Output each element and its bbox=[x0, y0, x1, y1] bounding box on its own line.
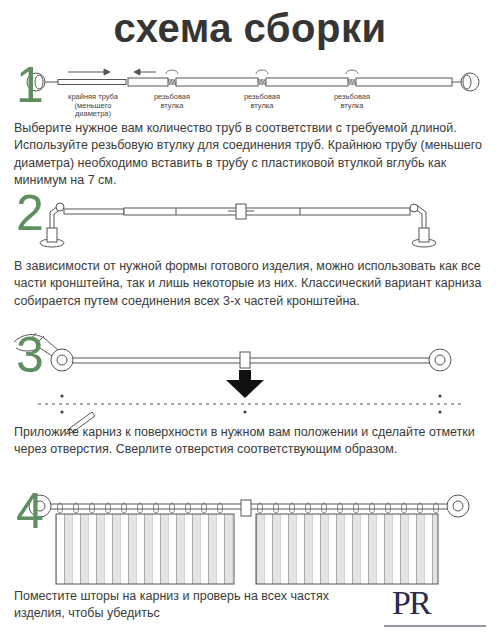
curtain-ring bbox=[186, 503, 191, 513]
rod-assembly-step1 bbox=[27, 69, 479, 91]
rod-assembly-step1 bbox=[452, 82, 461, 83]
turn-arrow bbox=[256, 70, 268, 74]
rod-assembly-step1 bbox=[128, 78, 168, 86]
curtain-ring bbox=[274, 503, 279, 513]
curtain-ring bbox=[202, 503, 207, 513]
rod-bracket-step2 bbox=[40, 203, 436, 247]
marking-arrow bbox=[438, 410, 441, 413]
curtain-ring bbox=[106, 503, 111, 513]
rod-assembly-step1 bbox=[463, 75, 471, 89]
thread-stroke bbox=[354, 79, 356, 85]
curtain-ring bbox=[138, 503, 143, 513]
wall-marking-step3 bbox=[51, 349, 73, 371]
rod-bracket-step2 bbox=[56, 203, 64, 211]
curtain-ring bbox=[258, 503, 263, 513]
curtain-ring bbox=[74, 503, 79, 513]
rod-assembly-step1 bbox=[104, 69, 110, 75]
rod-assembly-step1 bbox=[134, 69, 140, 75]
logo-line bbox=[384, 626, 486, 627]
curtain-ring bbox=[170, 503, 175, 513]
rod-bracket-step2 bbox=[228, 211, 236, 212]
brand-logo: PR bbox=[392, 586, 430, 620]
rod-assembly-step1 bbox=[356, 78, 452, 86]
wall-marking-step3 bbox=[240, 352, 250, 368]
rod-bracket-step2 bbox=[410, 204, 418, 212]
wall-marking-step3 bbox=[429, 349, 451, 371]
curtain-ring bbox=[370, 503, 375, 513]
rod-bracket-step2 bbox=[124, 208, 410, 215]
curtain-rings bbox=[58, 503, 439, 513]
wall-marking-step3 bbox=[14, 333, 462, 434]
rod-bracket-step2 bbox=[176, 208, 177, 215]
step-number: 1 bbox=[16, 60, 44, 110]
step-text: Выберите нужное вам количество труб в со… bbox=[14, 120, 492, 189]
curtain-ring bbox=[306, 503, 311, 513]
rod-assembly-step1 bbox=[68, 72, 108, 73]
part-label: крайняя труба (меньшего диаметра) bbox=[56, 93, 130, 119]
curtain-ring bbox=[154, 503, 159, 513]
curtain-ring bbox=[90, 503, 95, 513]
curtain-ring bbox=[322, 503, 327, 513]
step-number: 2 bbox=[16, 188, 44, 238]
rod-assembly-step1 bbox=[176, 78, 258, 86]
marking-arrow bbox=[226, 380, 264, 398]
rod-assembly-step1 bbox=[58, 80, 126, 85]
rod-bracket-step2 bbox=[64, 209, 124, 214]
curtain-step4 bbox=[453, 501, 463, 511]
curtain-ring bbox=[218, 503, 223, 513]
marking-arrow bbox=[243, 410, 246, 413]
rod-bracket-step2 bbox=[246, 211, 254, 212]
marking-arrow bbox=[60, 394, 63, 397]
part-label: резьбовая втулка bbox=[144, 93, 200, 110]
marking-arrow bbox=[239, 370, 251, 380]
curtain-ring bbox=[290, 503, 295, 513]
wall-marking-step3 bbox=[38, 404, 462, 405]
curtain-ring bbox=[338, 503, 343, 513]
marking-arrow bbox=[60, 370, 441, 414]
wall-marking-step3 bbox=[73, 363, 430, 364]
rod-assembly-step1 bbox=[266, 78, 348, 86]
wall-marking-step3 bbox=[435, 355, 445, 365]
rod-assembly-step1 bbox=[45, 82, 58, 83]
logo-line bbox=[384, 626, 486, 627]
curtain-step4 bbox=[256, 514, 438, 584]
thread-stroke bbox=[264, 79, 266, 85]
rod-bracket-step2 bbox=[300, 208, 301, 215]
turn-arrow bbox=[346, 70, 358, 74]
step-number: 3 bbox=[16, 330, 44, 380]
part-label: резьбовая втулка bbox=[234, 93, 290, 110]
part-label: резьбовая втулка bbox=[324, 93, 380, 110]
curtain-ring bbox=[58, 503, 63, 513]
step-text: Поместите шторы на карниз и проверь на в… bbox=[14, 588, 334, 623]
curtain-ring bbox=[386, 503, 391, 513]
step-text: Приложите карниз к поверхности в нужном … bbox=[14, 424, 492, 459]
step-text: В зависимости от нужной формы готового и… bbox=[14, 258, 492, 310]
rod-assembly-step1 bbox=[461, 73, 479, 91]
step-number: 4 bbox=[16, 486, 44, 536]
threaded-sleeve bbox=[166, 70, 358, 85]
curtain-ring bbox=[354, 503, 359, 513]
page-title: схема сборки bbox=[0, 6, 500, 51]
rod-bracket-step2 bbox=[54, 209, 61, 228]
turn-arrow bbox=[166, 70, 178, 74]
curtain-ring bbox=[402, 503, 407, 513]
curtain-step4 bbox=[241, 500, 251, 516]
thread-stroke bbox=[174, 79, 176, 85]
wall-marking-step3 bbox=[73, 358, 430, 359]
rod-bracket-step2 bbox=[47, 228, 57, 242]
curtain-ring bbox=[418, 503, 423, 513]
wall-marking-step3 bbox=[57, 355, 67, 365]
curtain-step4 bbox=[29, 495, 469, 584]
marking-arrow bbox=[60, 410, 63, 413]
curtain-ring bbox=[122, 503, 127, 513]
marking-arrow bbox=[438, 394, 441, 397]
curtain-step4 bbox=[447, 495, 469, 517]
rod-bracket-step2 bbox=[236, 204, 246, 219]
curtain-ring bbox=[434, 503, 439, 513]
rod-bracket-step2 bbox=[419, 228, 429, 242]
curtain-step4 bbox=[56, 514, 234, 584]
